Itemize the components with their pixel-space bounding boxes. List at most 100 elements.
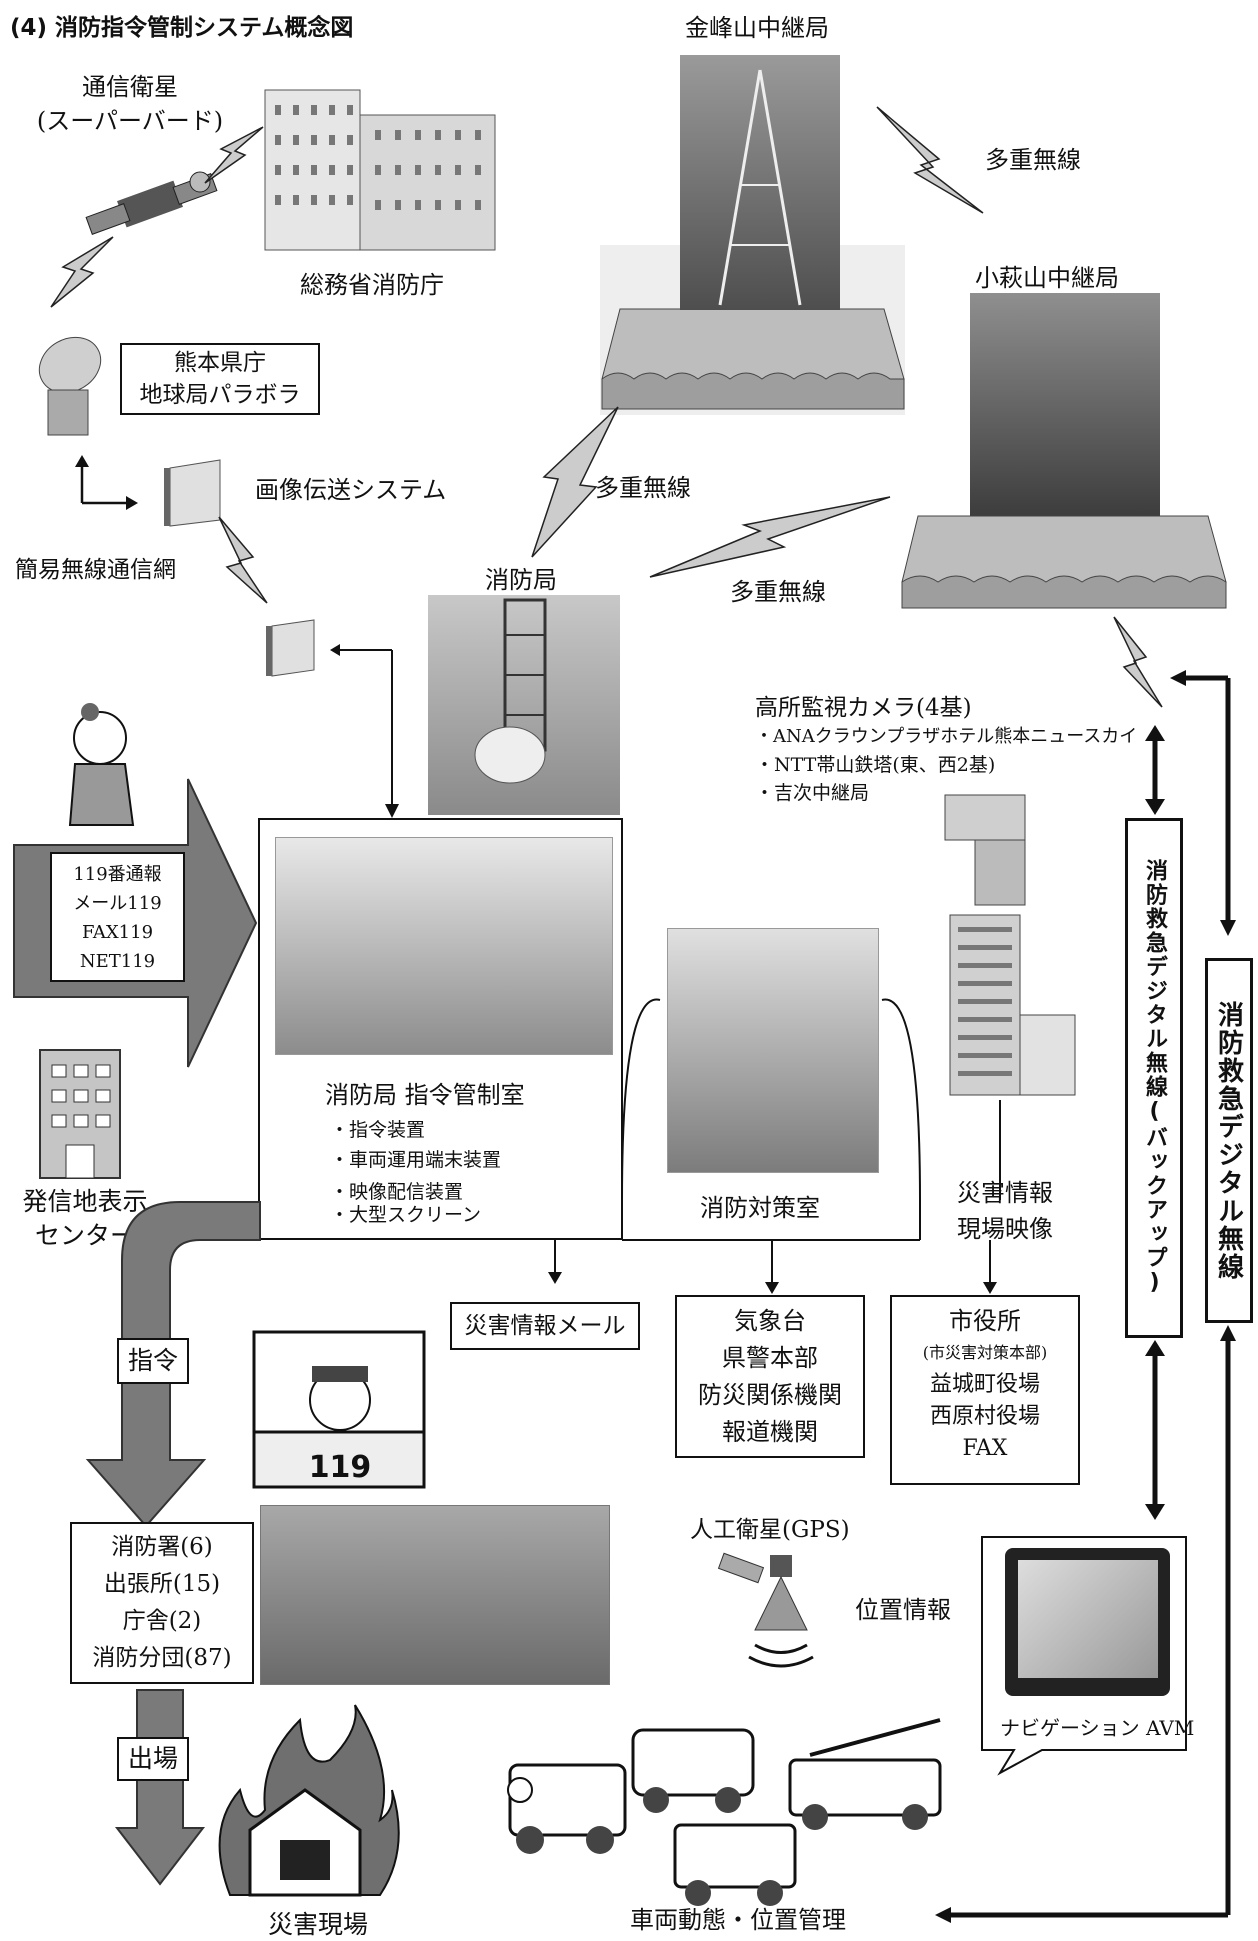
gps-label: 人工衛星(GPS): [690, 1517, 850, 1543]
satellite-label-line2: (スーパーバード): [36, 107, 224, 135]
ladder-truck-icon: [788, 1718, 942, 1830]
call-item: FAX119: [81, 922, 154, 943]
digital-backup-box: 消防救急デジタル無線(バックアップ): [1125, 818, 1183, 1338]
digital-link-arrow: [1170, 670, 1236, 936]
multiplex-label-3: 多重無線: [730, 578, 826, 606]
connector-line: [999, 1100, 1001, 1200]
command-arrow-icon: [85, 1201, 261, 1528]
kohagi-tower-photo: [970, 293, 1160, 518]
digital-label: 消防救急デジタル無線: [1213, 1000, 1244, 1281]
control-room-title: 消防局 指令管制室: [325, 1081, 525, 1109]
satellite-label-line1: 通信衛星: [82, 73, 178, 101]
stations-photo: [260, 1505, 610, 1685]
fire-station-label: 消防局: [485, 566, 557, 594]
site-label: 災害現場: [268, 1910, 369, 1939]
camera-icon: [944, 794, 1026, 906]
fire-truck-icon: [507, 1763, 627, 1854]
pref-line2: 地球局パラボラ: [139, 382, 301, 408]
lightning-icon: [50, 236, 114, 308]
station-item: 庁舎(2): [122, 1608, 202, 1634]
connector-arrow: [548, 1240, 562, 1284]
city-item: 市役所: [949, 1307, 1021, 1335]
agency-item: 報道機関: [722, 1418, 818, 1446]
vehicle-label: 車両動態・位置管理: [630, 1906, 846, 1934]
position-label: 位置情報: [855, 1596, 951, 1624]
control-room-item: ・大型スクリーン: [330, 1204, 482, 1226]
image-tx-label: 画像伝送システム: [255, 476, 447, 504]
kinpo-hill-icon: [601, 308, 905, 410]
camera-item: ・NTT帯山鉄塔(東、西2基): [755, 754, 996, 776]
corner-arrow-icon: [75, 455, 138, 510]
control-room-photo: [275, 837, 613, 1055]
nav-screen-map: [1018, 1560, 1158, 1678]
agency-item: 気象台: [734, 1307, 806, 1335]
control-room-item: ・指令装置: [330, 1119, 426, 1141]
pref-box: 熊本県庁 地球局パラボラ: [120, 343, 320, 415]
station-item: 消防署(6): [111, 1534, 213, 1560]
simple-radio-label: 簡易無線通信網: [15, 557, 176, 583]
station-item: 出張所(15): [103, 1571, 221, 1597]
tower-icon: [718, 69, 802, 306]
satellite-label: 通信衛星 (スーパーバード): [20, 70, 240, 138]
ambulance-icon: [631, 1728, 755, 1813]
agencies-box: 気象台 県警本部 防災関係機関 報道機関: [675, 1295, 865, 1458]
call-item: メール119: [73, 893, 162, 914]
nav-label: ナビゲーション AVM: [1000, 1716, 1195, 1740]
multiplex-label-1: 多重無線: [985, 146, 1081, 174]
parabola-icon: [38, 336, 102, 436]
kinpo-label: 金峰山中継局: [685, 14, 829, 42]
badge-119: 119: [308, 1450, 372, 1485]
mail-box: 災害情報メール: [450, 1302, 640, 1350]
bidirectional-arrow: [1145, 1340, 1165, 1520]
antenna-panel-icon: [266, 619, 315, 677]
call-item: 119番通報: [73, 864, 162, 885]
city-item: (市災害対策本部): [922, 1343, 1048, 1362]
bidirectional-arrow: [1145, 725, 1165, 815]
station-item: 消防分団(87): [92, 1645, 232, 1671]
city-item: FAX: [962, 1436, 1008, 1461]
countermeasure-photo: [667, 928, 879, 1173]
lightning-icon: [218, 516, 268, 604]
stations-box: 消防署(6) 出張所(15) 庁舎(2) 消防分団(87): [70, 1522, 254, 1684]
kohagi-hill-icon: [901, 515, 1227, 609]
digital-box: 消防救急デジタル無線: [1205, 958, 1253, 1323]
disaster-video-line2: 現場映像: [957, 1215, 1053, 1243]
camera-item: ・ANAクラウンプラザホテル熊本ニュースカイ: [755, 726, 1138, 747]
call-item: NET119: [79, 951, 156, 972]
countermeasure-label: 消防対策室: [700, 1194, 820, 1222]
fdma-label: 総務省消防庁: [300, 271, 444, 299]
camera-title: 高所監視カメラ(4基): [755, 695, 972, 721]
lightning-icon: [204, 126, 264, 184]
fdma-building-icon: [264, 89, 496, 251]
pref-line1: 熊本県庁: [174, 350, 266, 376]
control-room-item: ・車両運用端末装置: [330, 1149, 502, 1171]
lightning-icon: [1113, 616, 1163, 708]
mail-label: 災害情報メール: [464, 1313, 626, 1339]
digital-backup-label: 消防救急デジタル無線(バックアップ): [1142, 859, 1167, 1297]
origin-center-label: 発信地表示 センター: [10, 1185, 160, 1253]
connector-arrow: [983, 1240, 997, 1294]
origin-line1: 発信地表示: [22, 1187, 148, 1216]
agency-item: 防災関係機関: [698, 1381, 842, 1409]
digital-link-arrow: [935, 1325, 1236, 1923]
connector-arrow: [330, 644, 399, 818]
agency-item: 県警本部: [722, 1344, 818, 1372]
kohagi-label: 小萩山中継局: [975, 264, 1119, 292]
dispatch-arrow-icon: [114, 1689, 206, 1886]
lightning-icon: [531, 406, 619, 558]
multiplex-label-2: 多重無線: [595, 474, 691, 502]
building-icon: [949, 914, 1076, 1096]
control-room-item: ・映像配信装置: [330, 1181, 464, 1203]
calls-box: 119番通報 メール119 FAX119 NET119: [50, 852, 185, 982]
command-badge: 指令: [117, 1338, 189, 1384]
origin-line2: センター: [34, 1221, 135, 1250]
fire-house-icon: [218, 1704, 400, 1897]
building-icon: [39, 1049, 121, 1179]
kinpo-tower-photo: [680, 55, 840, 310]
operator-icon: [252, 1330, 426, 1489]
page-title: (4) 消防指令管制システム概念図: [10, 15, 354, 41]
city-box: 市役所 (市災害対策本部) 益城町役場 西原村役場 FAX: [890, 1295, 1080, 1485]
city-item: 益城町役場: [929, 1372, 1040, 1397]
camera-item: ・吉次中継局: [755, 782, 870, 804]
lightning-icon: [649, 496, 891, 578]
